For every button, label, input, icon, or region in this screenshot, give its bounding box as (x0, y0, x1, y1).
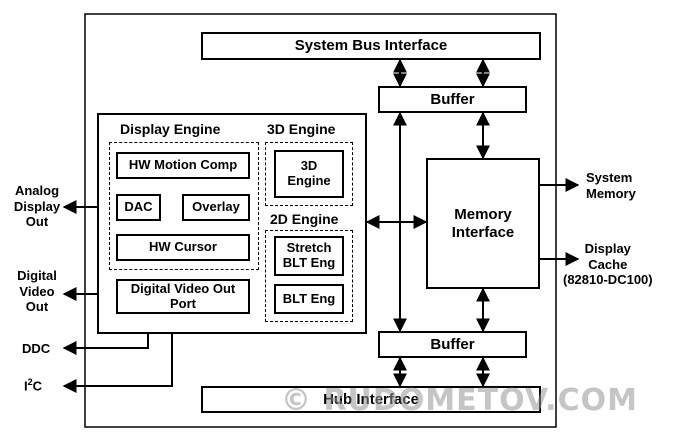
3d-engine-group (265, 142, 353, 206)
i2c-label-tail: C (32, 378, 43, 394)
blt-engine: BLT Eng (274, 284, 344, 314)
3d-engine-core-label: 3D Engine (287, 158, 331, 188)
digital-video-out-port: Digital Video Out Port (116, 279, 250, 314)
hw-motion-comp: HW Motion Comp (116, 152, 250, 179)
ddc-line (62, 333, 149, 355)
i2c-label: I2C (24, 377, 42, 394)
buffer-top: Buffer (378, 86, 527, 113)
stretch-blt-label: Stretch BLT Eng (282, 240, 336, 270)
overlay: Overlay (182, 194, 250, 221)
display-engine-group (109, 142, 259, 270)
digital-video-out-label: Digital Video Out (17, 268, 57, 315)
display-engine-title: Display Engine (120, 121, 221, 137)
i2c-line (62, 333, 173, 393)
3d-engine-core: 3D Engine (274, 150, 344, 198)
dac: DAC (116, 194, 161, 221)
2d-engine-title: 2D Engine (270, 211, 339, 227)
hub-interface: Hub Interface (201, 386, 541, 413)
hw-cursor: HW Cursor (116, 234, 250, 261)
i2c-label-base: I (24, 378, 28, 394)
system-bus-interface: System Bus Interface (201, 32, 541, 60)
stretch-blt-engine: Stretch BLT Eng (274, 236, 344, 276)
analog-display-out-label: Analog Display Out (13, 183, 61, 230)
buffer-bottom-label: Buffer (430, 335, 475, 353)
system-memory-label: System Memory (586, 170, 636, 201)
hub-interface-label: Hub Interface (323, 390, 419, 408)
overlay-label: Overlay (192, 199, 240, 215)
dvo-port-label: Digital Video Out Port (130, 280, 236, 311)
buffer-bottom: Buffer (378, 331, 527, 358)
hw-motion-comp-label: HW Motion Comp (128, 157, 238, 173)
buffer-top-label: Buffer (430, 90, 475, 108)
system-bus-label: System Bus Interface (294, 37, 448, 55)
memory-interface-label: Memory Interface (451, 206, 515, 241)
hw-cursor-label: HW Cursor (149, 239, 217, 255)
display-cache-label: Display Cache (82810-DC100) (563, 241, 653, 288)
3d-engine-title: 3D Engine (267, 121, 336, 137)
dac-label: DAC (124, 199, 153, 215)
chip-outline (84, 13, 557, 428)
watermark: © RUDOMETOV.COM (281, 383, 638, 418)
memory-interface: Memory Interface (426, 158, 540, 289)
i2c-label-sup: 2 (27, 377, 33, 387)
blt-engine-label: BLT Eng (282, 290, 336, 306)
2d-engine-group (265, 230, 353, 322)
ddc-label: DDC (22, 341, 51, 356)
